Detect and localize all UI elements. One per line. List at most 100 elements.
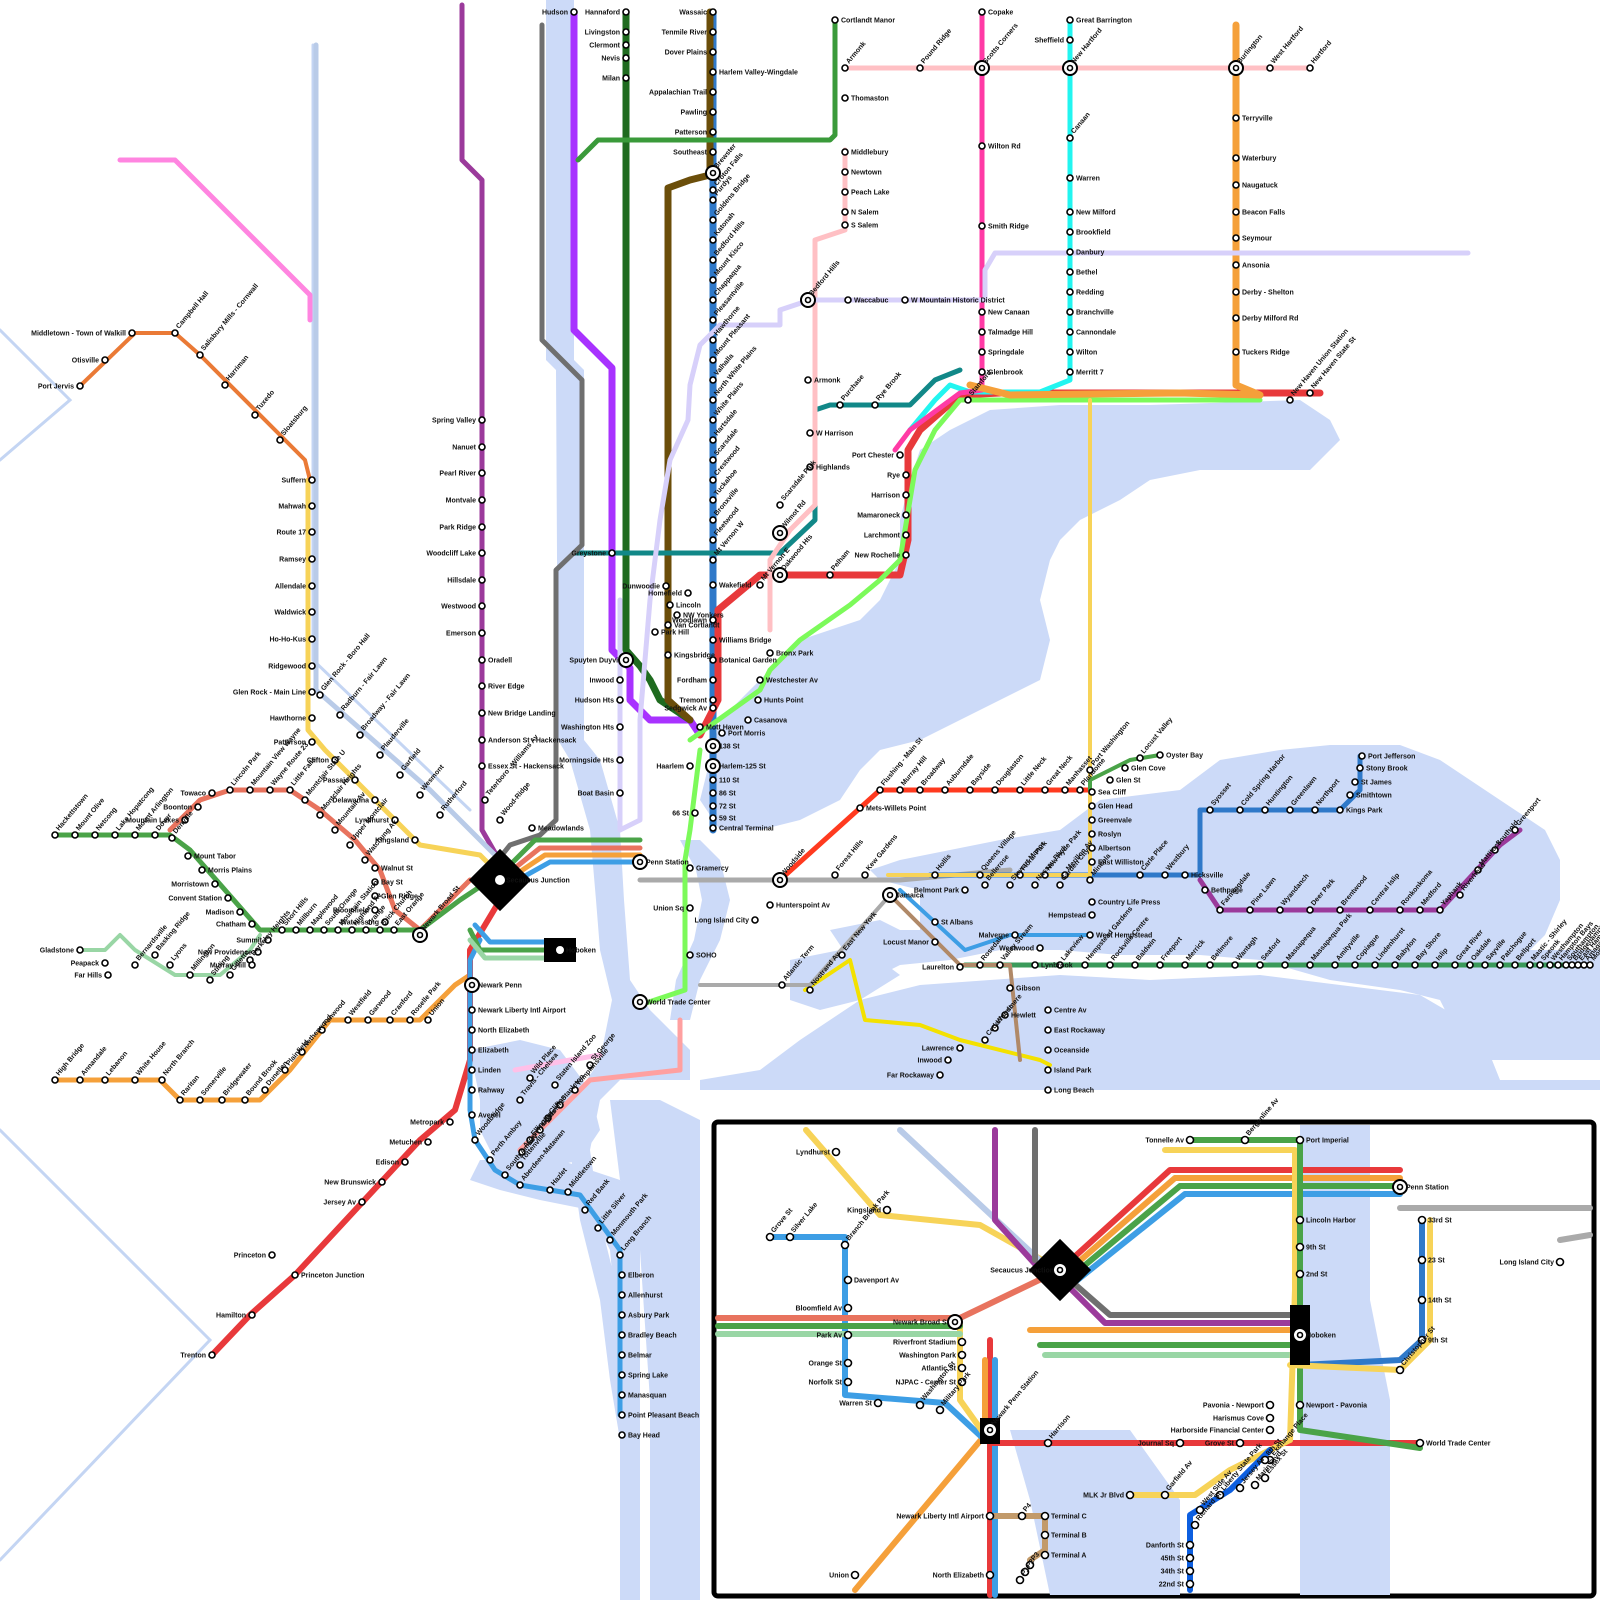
station-wayneroute23[interactable] [267,787,273,793]
station-babylon[interactable] [1392,962,1398,968]
station-ryebrook[interactable] [872,402,878,408]
station-belmontpark[interactable] [962,887,968,893]
station-pearlriver[interactable] [479,470,485,476]
station-huntspoint[interactable] [755,697,761,703]
station-beaconfalls[interactable] [1233,209,1239,215]
station-delawanna[interactable] [372,797,378,803]
station-middletown[interactable] [129,330,135,336]
station-lawrence[interactable] [957,1045,963,1051]
station-bellport[interactable] [1512,962,1518,968]
station-newbrunswick[interactable] [379,1179,385,1185]
station-oceanside[interactable] [1045,1047,1051,1053]
station-murrayhill[interactable] [249,962,255,968]
station-hannaford[interactable] [623,9,629,15]
station-eastwilliston[interactable] [1089,859,1095,865]
station-walnutst[interactable] [372,865,378,871]
station-lakehopatcong[interactable] [112,832,118,838]
station-lynbrook[interactable] [1032,962,1038,968]
station-littlefalls[interactable] [287,787,293,793]
station-bayhead[interactable] [619,1432,625,1438]
station-glenrockboro[interactable] [317,692,323,698]
station-roslyn[interactable] [1089,831,1095,837]
station-route17[interactable] [309,529,315,535]
station-northport[interactable] [1312,807,1318,813]
station-douglaston[interactable] [992,787,998,793]
station-peachlake[interactable] [842,189,848,195]
station-longbeach[interactable] [1045,1087,1051,1093]
station-montclairheights[interactable] [317,812,323,818]
station-haarlem[interactable] [687,763,693,769]
inset-station-27[interactable] [1017,1577,1024,1584]
station-hamptonbays[interactable] [1555,962,1561,968]
station-uppermontclair[interactable] [347,842,353,848]
station-branchville[interactable] [1067,309,1073,315]
station-teterboro[interactable] [482,797,488,803]
station-centralislip[interactable] [1367,907,1373,913]
inset-station-4[interactable] [842,1242,849,1249]
station-montclairstateu[interactable] [302,797,308,803]
inset-station-40[interactable] [1419,1257,1426,1264]
inset-station-36[interactable] [1297,1244,1304,1251]
station-parkridge[interactable] [479,524,485,530]
station-portchester[interactable] [897,452,903,458]
station-oakdale[interactable] [1467,962,1473,968]
inset-station-1[interactable] [884,1207,891,1214]
station-allenhurst[interactable] [619,1292,625,1298]
station-lindenhurst[interactable] [1372,962,1378,968]
station-jerseyav[interactable] [359,1199,365,1205]
station-locustmanor[interactable] [932,939,938,945]
station-scarsdale[interactable] [710,457,716,463]
inset-station-45[interactable] [1267,1402,1274,1409]
station-springdale[interactable] [979,349,985,355]
station-wesmont[interactable] [417,792,423,798]
station-poundridge[interactable] [917,65,923,71]
station-newarkairport[interactable] [469,1007,475,1013]
station-clermont[interactable] [623,42,629,48]
station-appalachian[interactable] [710,89,716,95]
station-nsalem[interactable] [842,209,848,215]
station-thomaston[interactable] [842,95,848,101]
station-northbranch[interactable] [159,1077,165,1083]
station-sheffield[interactable] [1067,37,1073,43]
station-wtc-core[interactable] [638,1000,643,1005]
station-baldwin[interactable] [1132,962,1138,968]
station-bronxpark[interactable] [767,650,773,656]
station-harlem125-core[interactable] [711,764,716,769]
station-broadway_q[interactable] [917,787,923,793]
station-waterbury[interactable] [1233,155,1239,161]
station-suffern[interactable] [309,477,315,483]
station-greystone[interactable] [609,550,615,556]
station-syosset[interactable] [1207,807,1213,813]
station-livingston[interactable] [623,29,629,35]
station-highlandav[interactable] [349,927,355,933]
station-wakefield[interactable] [710,582,716,588]
station-chappaqua[interactable] [710,297,716,303]
station-pawling[interactable] [710,109,716,115]
station-deerpark[interactable] [1307,907,1313,913]
station-westfield[interactable] [345,1017,351,1023]
station-bethel[interactable] [1067,269,1073,275]
station-roselle[interactable] [407,1017,413,1023]
station-st66[interactable] [692,810,698,816]
station-sedgwick[interactable] [710,705,716,711]
station-riveredge[interactable] [479,683,485,689]
station-mountainav[interactable] [332,827,338,833]
station-nostrand[interactable] [807,987,813,993]
station-newbridge[interactable] [479,710,485,716]
station-garwood[interactable] [365,1017,371,1023]
station-bronxville[interactable] [710,517,716,523]
inset-station-2[interactable] [767,1234,774,1241]
station-annandale[interactable] [77,1077,83,1083]
station-oradell[interactable] [479,657,485,663]
station-purdys[interactable] [710,197,716,203]
station-brentwood[interactable] [1337,907,1343,913]
station-stirling[interactable] [207,977,213,983]
station-easthampton[interactable] [1575,962,1581,968]
station-littlesilver[interactable] [595,1225,601,1231]
station-mahwah[interactable] [309,503,315,509]
station-copiague[interactable] [1352,962,1358,968]
station-goldensbridge[interactable] [710,217,716,223]
station-tenmile[interactable] [710,29,716,35]
inset-station-32[interactable] [1242,1137,1249,1144]
inset-station-38-core[interactable] [1298,1333,1303,1338]
